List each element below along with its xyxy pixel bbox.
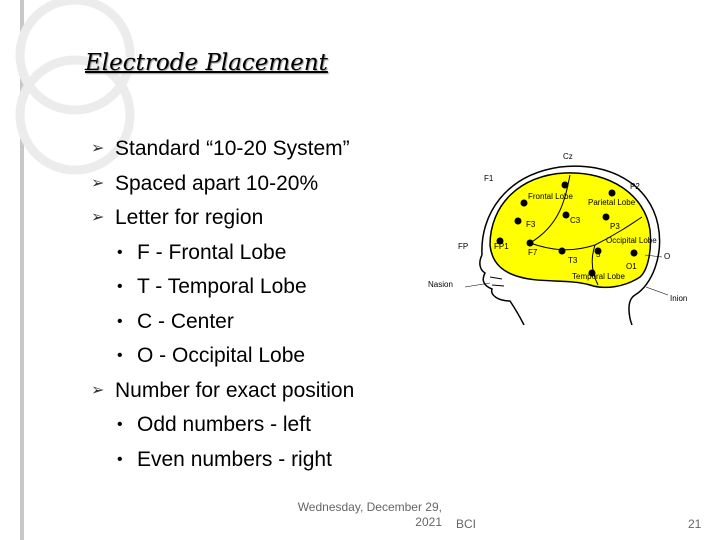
label-f1: F1 [484, 174, 494, 183]
bullet-item: ➢ Standard “10-20 System” [90, 132, 420, 167]
decorative-circles [15, 0, 135, 175]
bullet-item: ➢ Letter for region [90, 201, 420, 236]
dot-bullet-icon: • [117, 450, 123, 468]
bullet-text: T - Temporal Lobe [137, 275, 307, 298]
dot-bullet-icon: • [117, 416, 123, 433]
dot-bullet-icon: • [117, 243, 123, 261]
footer-date-line2: 2021 [415, 515, 442, 529]
dot-bullet-icon: • [117, 278, 123, 295]
footer-label: BCI [456, 517, 477, 531]
sidebar-line [20, 0, 24, 540]
label-p3: P3 [610, 222, 620, 231]
sub-bullet-item: • Even numbers - right [90, 443, 420, 478]
bullet-item: ➢ Spaced apart 10-20% [90, 167, 420, 202]
footer-date-line1: Wednesday, December 29, [297, 500, 442, 514]
bullet-text: C - Center [137, 309, 234, 333]
label-cz: Cz [563, 152, 573, 161]
label-o: O [664, 252, 670, 261]
arrow-bullet-icon: ➢ [91, 209, 105, 226]
sub-bullet-item: • O - Occipital Lobe [90, 339, 420, 374]
sub-bullet-item: • Odd numbers - left [90, 408, 420, 443]
bullet-text: Number for exact position [115, 378, 355, 402]
dot-bullet-icon: • [117, 312, 123, 330]
page-number: 21 [688, 517, 702, 531]
label-t5: 5 [596, 250, 601, 259]
label-o1: O1 [626, 262, 637, 271]
label-frontal-lobe: Frontal Lobe [528, 192, 573, 201]
bullet-item: ➢ Number for exact position [90, 374, 420, 409]
bullet-text: Odd numbers - left [137, 413, 311, 436]
label-occipital-lobe: Occipital Lobe [606, 236, 657, 245]
label-fp1: FP1 [494, 242, 509, 251]
label-c3: C3 [570, 216, 581, 225]
footer-date: Wednesday, December 29, 2021 [290, 500, 442, 530]
slide-title: Electrode Placement [85, 50, 328, 76]
bullet-text: Even numbers - right [137, 447, 332, 471]
bullet-text: Standard “10-20 System” [115, 137, 350, 160]
sub-bullet-item: • T - Temporal Lobe [90, 270, 420, 305]
label-temporal-lobe: Temporal Lobe [572, 272, 625, 281]
label-inion: Inion [670, 294, 687, 303]
head-outline [479, 165, 661, 325]
sub-bullet-item: • F - Frontal Lobe [90, 236, 420, 271]
arrow-bullet-icon: ➢ [91, 174, 105, 192]
label-f7: F7 [528, 248, 538, 257]
label-f3: F3 [526, 220, 536, 229]
dot-bullet-icon: • [117, 347, 123, 364]
bullet-text: O - Occipital Lobe [137, 344, 306, 367]
bullet-text: Spaced apart 10-20% [115, 171, 319, 195]
arrow-bullet-icon: ➢ [91, 381, 105, 399]
electrode-dots [496, 181, 638, 277]
bullet-text: Letter for region [115, 206, 264, 229]
sub-bullet-item: • C - Center [90, 305, 420, 340]
bullet-list: ➢ Standard “10-20 System” ➢ Spaced apart 10… [90, 132, 420, 477]
label-parietal-lobe: Parietal Lobe [588, 198, 636, 207]
bullet-text: F - Frontal Lobe [137, 240, 287, 264]
label-p2: P2 [630, 182, 640, 191]
electrode-head-diagram: Cz F1 P2 Frontal Lobe Parietal Lobe F3 C… [428, 152, 687, 325]
arrow-bullet-icon: ➢ [91, 140, 105, 157]
label-nasion: Nasion [428, 280, 453, 289]
label-fp: FP [458, 242, 468, 251]
label-t3: T3 [568, 256, 578, 265]
brain-region [489, 172, 652, 289]
